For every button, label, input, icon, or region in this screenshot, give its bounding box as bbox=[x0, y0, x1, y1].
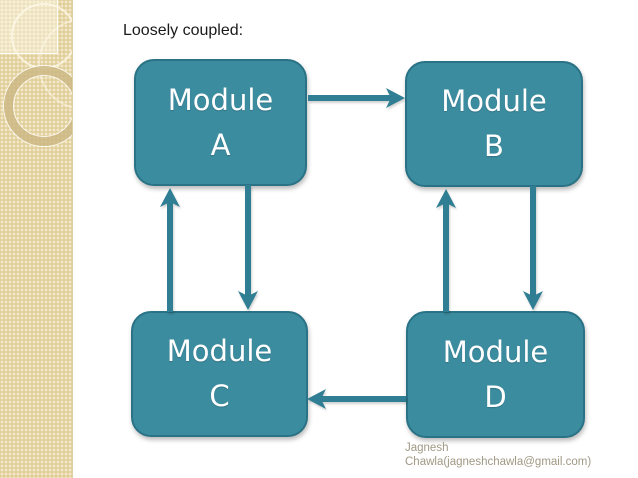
node-label-word: Module bbox=[442, 334, 549, 369]
decor-circle-icon bbox=[11, 3, 72, 69]
arrow-a-to-c bbox=[238, 185, 258, 310]
node-label-word: Module bbox=[441, 84, 547, 118]
slide-title: Loosely coupled: bbox=[123, 22, 244, 39]
arrow-d-to-c bbox=[307, 389, 406, 409]
node-label-word: Module bbox=[167, 82, 274, 117]
arrow-a-to-b bbox=[308, 88, 405, 108]
node-label-letter: C bbox=[209, 379, 230, 413]
node-module-d: Module D bbox=[406, 311, 585, 438]
node-module-b: Module B bbox=[405, 61, 583, 187]
sidebar-decoration bbox=[0, 0, 73, 478]
attribution-line1: Jagnesh bbox=[405, 442, 449, 454]
node-label-letter: B bbox=[484, 129, 504, 163]
node-module-c: Module C bbox=[131, 311, 308, 437]
node-module-a: Module A bbox=[134, 59, 307, 186]
arrow-c-to-a bbox=[160, 188, 180, 312]
node-label-word: Module bbox=[166, 334, 273, 368]
attribution: Jagnesh Chawla(jagneshchawla@gmail.com) bbox=[405, 442, 635, 469]
attribution-line2: Chawla(jagneshchawla@gmail.com) bbox=[405, 455, 592, 468]
arrow-b-to-d bbox=[523, 186, 543, 310]
node-label-letter: D bbox=[484, 379, 507, 414]
node-label-letter: A bbox=[210, 127, 231, 162]
arrow-d-to-b bbox=[436, 189, 456, 312]
decor-ring-icon bbox=[4, 66, 72, 146]
